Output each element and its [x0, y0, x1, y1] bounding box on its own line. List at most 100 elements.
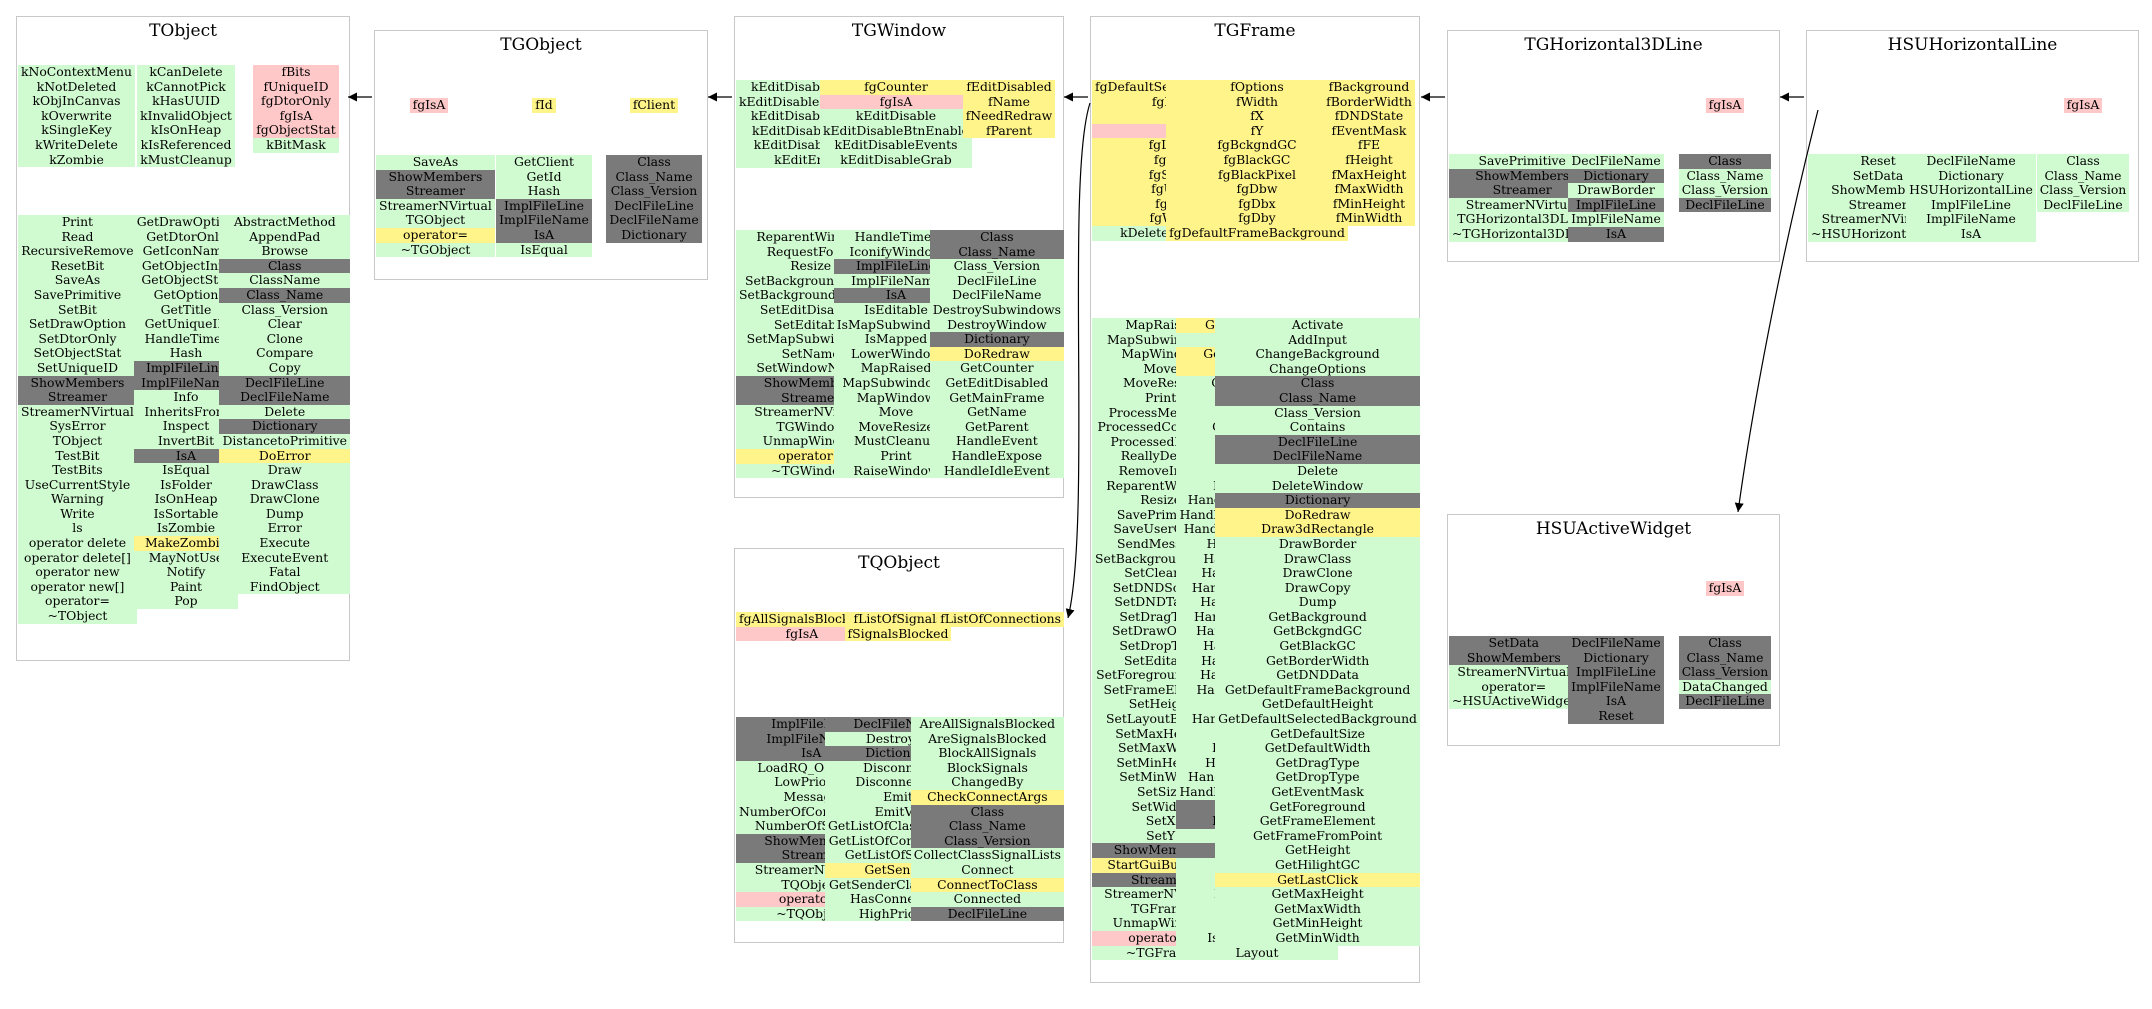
member-entry: DrawClass [219, 477, 350, 493]
member-entry: fMaxHeight [1323, 167, 1415, 183]
member-entry: DeleteWindow [1215, 478, 1420, 494]
member-entry: IsA [496, 227, 592, 243]
member-entry: DrawCopy [1215, 580, 1420, 596]
member-entry: Class_Version [929, 259, 1064, 274]
member-entry: SetDtorOnly [18, 331, 137, 347]
member-entry: Copy [219, 360, 350, 376]
member-entry: IsEqual [496, 242, 592, 258]
member-column: fListOfConnections [937, 611, 1064, 627]
member-entry: ClassName [219, 273, 350, 288]
member-entry: CheckConnectArgs [910, 789, 1064, 805]
member-entry: IsEqual [133, 462, 239, 478]
member-entry: fBorderWidth [1323, 94, 1415, 110]
member-entry: kNoContextMenu [18, 64, 135, 80]
member-entry: DrawClone [219, 492, 350, 507]
member-entry: Hash [133, 346, 239, 361]
member-entry: ImplFileLine [1568, 197, 1664, 213]
member-entry: SetData [1449, 635, 1579, 651]
member-entry: SavePrimitive [1449, 153, 1596, 169]
member-entry: DrawClone [1215, 565, 1420, 581]
member-entry: DeclFileName [219, 390, 350, 405]
member-entry: GetOption [133, 287, 239, 303]
member-entry: GetBckgndGC [1215, 624, 1420, 640]
member-entry: DeclFileName [1568, 153, 1664, 169]
member-entry: fgIsA [253, 108, 339, 124]
member-entry: ChangeBackground [1215, 347, 1420, 362]
member-entry: GetName [929, 405, 1064, 420]
member-entry: fgDbx [1166, 196, 1348, 212]
member-entry: kIsReferenced [137, 137, 235, 153]
member-entry: Dictionary [1215, 493, 1420, 508]
member-entry: fgDbw [1166, 182, 1348, 197]
member-entry: HandleIdleEvent [929, 463, 1064, 479]
member-entry: Class [219, 258, 350, 274]
member-entry: Class [606, 154, 702, 170]
member-entry: FindObject [219, 579, 350, 595]
member-entry: GetDragType [1215, 755, 1420, 771]
member-entry: Class [1678, 153, 1772, 169]
member-entry: StreamerNVirtual [1449, 197, 1596, 213]
member-entry: TGObject [376, 213, 495, 228]
class-box-tgframe: TGFramefgDefaultSelectedBackgroundfgHili… [1090, 16, 1420, 983]
member-entry: ImplFileLine [496, 198, 592, 214]
member-entry: GetEditDisabled [929, 375, 1064, 391]
member-entry: DeclFileLine [606, 198, 702, 214]
member-entry: fMinWidth [1323, 211, 1415, 226]
member-entry: fWidth [1166, 94, 1348, 110]
member-entry: HSUHorizontalLine [1906, 183, 2036, 198]
member-entry: GetBorderWidth [1215, 653, 1420, 669]
member-entry: GetDropType [1215, 770, 1420, 785]
member-entry: AreAllSignalsBlocked [910, 716, 1064, 732]
member-entry: fClient [629, 97, 679, 113]
member-entry: Class_Name [606, 169, 702, 185]
member-entry: GetDefaultSelectedBackground [1215, 711, 1420, 727]
member-entry: fgIsA [409, 97, 449, 113]
member-entry: GetDNDData [1215, 668, 1420, 683]
member-entry: kNotDeleted [18, 79, 135, 95]
member-entry: Class_Version [219, 302, 350, 318]
class-title: TGObject [500, 35, 582, 55]
member-entry: Error [219, 521, 350, 537]
member-entry: fgIsA [819, 94, 972, 110]
member-entry: operator= [18, 594, 137, 610]
member-entry: HandleTimer [833, 229, 959, 245]
member-entry: Class [929, 229, 1064, 245]
member-entry: DoRedraw [1215, 507, 1420, 523]
member-entry: Class_Name [2036, 168, 2130, 184]
member-entry: fListOfConnections [937, 611, 1064, 627]
member-entry: Dictionary [929, 332, 1064, 347]
member-entry: fBackground [1323, 79, 1415, 95]
member-entry: GetObjectInfo [133, 258, 239, 274]
member-entry: ShowMembers [1449, 168, 1596, 184]
member-entry: DestroyWindow [929, 317, 1064, 333]
member-entry: GetParent [929, 419, 1064, 435]
member-entry: ResetBit [18, 258, 137, 274]
member-entry: GetHeight [1215, 843, 1420, 858]
member-column: fgIsA [409, 97, 449, 113]
member-entry: operator new[] [18, 579, 137, 595]
member-entry: ImplFileName [1906, 212, 2036, 227]
member-entry: Layout [1176, 945, 1338, 961]
member-entry: fId [532, 97, 556, 113]
member-entry: operator delete[] [18, 550, 137, 566]
member-entry: fgDefaultFrameBackground [1166, 225, 1348, 241]
member-entry: fgBckgndGC [1166, 138, 1348, 153]
class-title: TGFrame [1214, 21, 1296, 41]
member-entry: InheritsFrom [133, 404, 239, 420]
member-entry: IsA [1568, 694, 1664, 709]
